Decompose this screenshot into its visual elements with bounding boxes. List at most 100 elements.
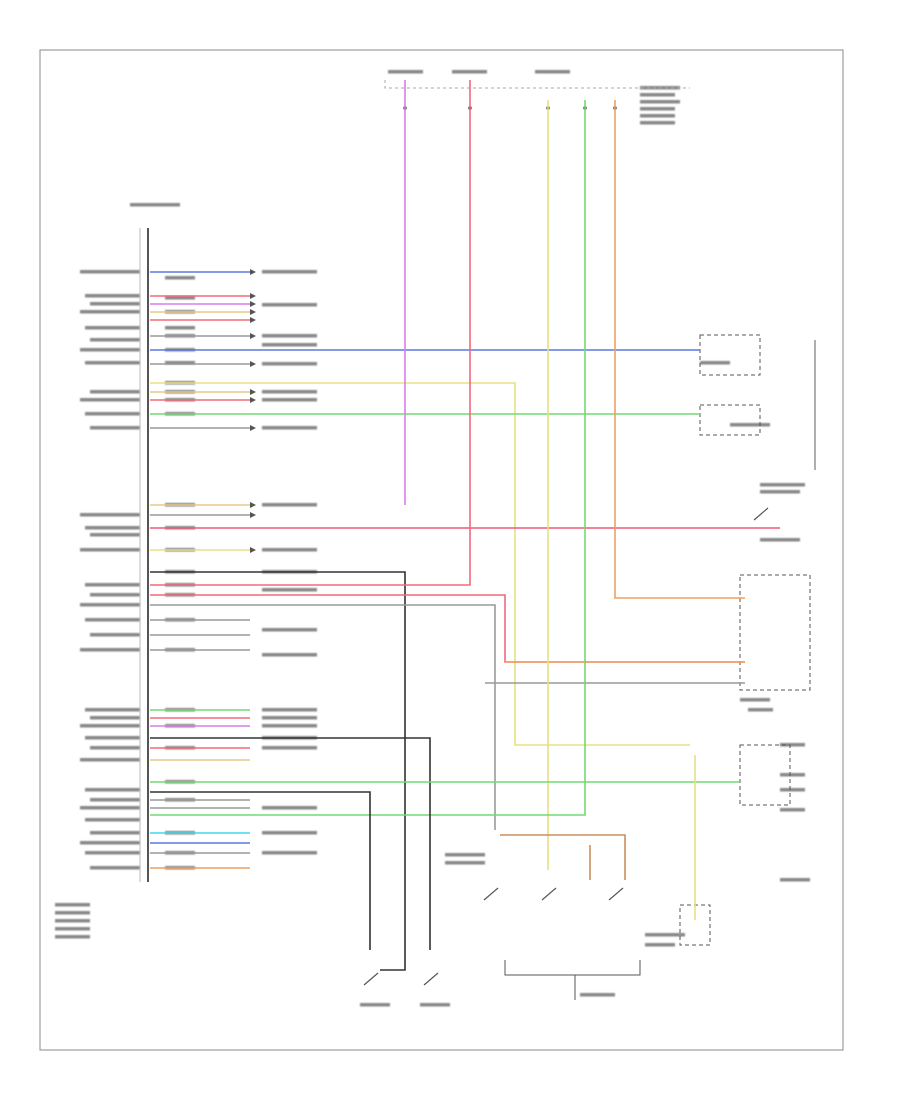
- blurred-label: [90, 302, 140, 306]
- arrow-icon: [250, 317, 256, 323]
- blurred-label: [80, 310, 140, 314]
- blurred-label: [535, 70, 570, 74]
- blurred-label: [445, 861, 485, 865]
- blurred-label: [85, 294, 140, 298]
- blurred-label: [748, 708, 773, 712]
- blurred-label: [780, 743, 805, 747]
- blurred-label: [640, 107, 675, 111]
- switch-icon: [483, 887, 499, 901]
- blurred-label: [262, 343, 317, 347]
- fuse-box-outline: [384, 80, 690, 89]
- diagram-border: [39, 49, 844, 1051]
- blurred-label: [85, 526, 140, 530]
- wire-gray: [150, 604, 496, 830]
- blurred-label: [90, 746, 140, 750]
- arrow-icon: [250, 502, 256, 508]
- wire-brown: [500, 834, 626, 880]
- blurred-label: [640, 114, 675, 118]
- component-box: [739, 744, 791, 806]
- blurred-label: [85, 788, 140, 792]
- blurred-label: [262, 303, 317, 307]
- component-box: [699, 404, 761, 436]
- blurred-label: [80, 513, 140, 517]
- switch-icon: [423, 972, 439, 986]
- blurred-label: [55, 903, 90, 907]
- blurred-label: [640, 121, 675, 125]
- ground-wire: [504, 960, 641, 976]
- blurred-label: [740, 698, 770, 702]
- blurred-label: [262, 548, 317, 552]
- arrow-icon: [250, 547, 256, 553]
- switch-icon: [541, 887, 557, 901]
- blurred-label: [80, 758, 140, 762]
- blurred-label: [360, 1003, 390, 1007]
- blurred-label: [700, 361, 730, 365]
- wire-yellow: [150, 382, 690, 746]
- blurred-label: [55, 927, 90, 931]
- blurred-label: [165, 326, 195, 330]
- blurred-label: [262, 831, 317, 835]
- blurred-label: [262, 708, 317, 712]
- blurred-label: [780, 788, 805, 792]
- blurred-label: [85, 851, 140, 855]
- blurred-label: [445, 853, 485, 857]
- blurred-label: [645, 933, 685, 937]
- blurred-label: [90, 633, 140, 637]
- wire-black: [150, 791, 371, 950]
- blurred-label: [85, 818, 140, 822]
- wire-black: [150, 737, 431, 950]
- blurred-label: [780, 808, 805, 812]
- blurred-label: [90, 426, 140, 430]
- wires: [150, 80, 816, 971]
- blurred-label: [130, 203, 180, 207]
- blurred-label: [80, 270, 140, 274]
- blurred-label: [262, 334, 317, 338]
- blurred-label: [85, 583, 140, 587]
- wire-red: [150, 80, 471, 586]
- blurred-label: [90, 338, 140, 342]
- blurred-label: [165, 296, 195, 300]
- blurred-label: [90, 390, 140, 394]
- blurred-label: [262, 806, 317, 810]
- blurred-label: [80, 398, 140, 402]
- blurred-label: [760, 483, 805, 487]
- arrow-icon: [250, 425, 256, 431]
- blurred-label: [90, 593, 140, 597]
- blurred-label: [80, 648, 140, 652]
- blurred-label: [262, 628, 317, 632]
- blurred-label: [165, 361, 195, 365]
- blurred-label: [780, 773, 805, 777]
- blurred-label: [80, 841, 140, 845]
- blurred-label: [85, 708, 140, 712]
- blurred-label: [80, 548, 140, 552]
- wire-orange: [614, 100, 745, 599]
- switch-icon: [608, 887, 624, 901]
- blurred-label: [262, 503, 317, 507]
- blurred-label: [85, 412, 140, 416]
- wire-black: [150, 571, 406, 971]
- blurred-label: [55, 919, 90, 923]
- blurred-label: [85, 326, 140, 330]
- arrow-icon: [250, 333, 256, 339]
- blurred-label: [262, 851, 317, 855]
- blurred-label: [730, 423, 770, 427]
- blurred-label: [262, 426, 317, 430]
- switch-icon: [363, 972, 379, 986]
- blurred-label: [262, 724, 317, 728]
- blurred-label: [90, 716, 140, 720]
- blurred-label: [80, 603, 140, 607]
- blurred-label: [80, 348, 140, 352]
- blurred-label: [760, 490, 800, 494]
- illegible-labels: [55, 70, 810, 1007]
- blurred-label: [80, 806, 140, 810]
- arrow-icon: [250, 389, 256, 395]
- arrow-icon: [250, 512, 256, 518]
- arrow-icon: [250, 309, 256, 315]
- blurred-label: [640, 93, 675, 97]
- arrow-icon: [250, 269, 256, 275]
- wire-green: [150, 100, 586, 816]
- blurred-label: [262, 653, 317, 657]
- blurred-label: [760, 538, 800, 542]
- blurred-label: [90, 533, 140, 537]
